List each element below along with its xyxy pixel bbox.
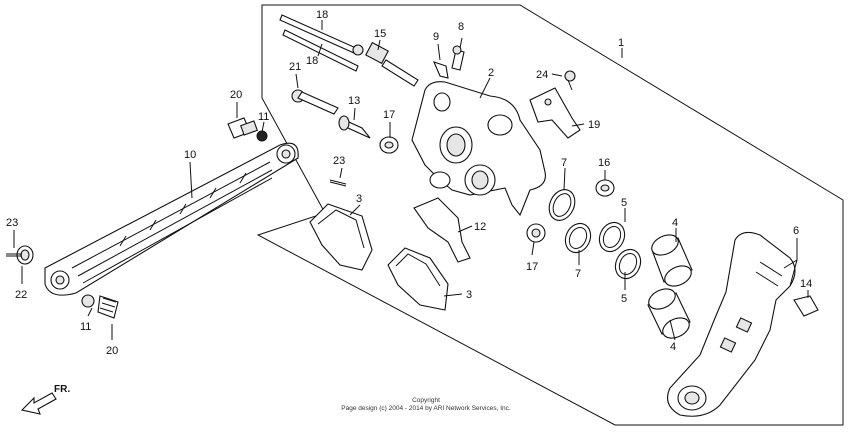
bolt-20-lower: [81, 294, 119, 319]
bolt-21: [291, 89, 339, 115]
callout-19: 19: [588, 119, 600, 131]
screw-24: [564, 70, 576, 91]
copyright-notice: Copyright Page design (c) 2004 - 2014 by…: [341, 397, 511, 412]
callout-18a: 18: [316, 9, 328, 21]
callout-22: 22: [15, 289, 27, 301]
callout-17a: 17: [383, 109, 395, 121]
callout-11a: 11: [258, 111, 269, 123]
seal-5-lower: [614, 248, 642, 280]
callout-13: 13: [348, 95, 360, 107]
callout-11b: 11: [80, 321, 91, 333]
callout-7a: 7: [561, 157, 567, 169]
callout-3a: 3: [356, 193, 362, 205]
piston-4-upper: [651, 234, 693, 287]
callout-20b: 20: [106, 345, 118, 357]
direction-label: FR.: [54, 384, 70, 395]
clip-22: [16, 245, 34, 265]
boot-17-upper: [379, 136, 399, 154]
nut-16: [595, 179, 615, 197]
piston-4-lower: [647, 288, 691, 339]
callout-6: 6: [793, 225, 799, 237]
cotter-23-left: [6, 253, 22, 257]
callout-4a: 4: [672, 217, 678, 229]
callout-10: 10: [184, 149, 196, 161]
copyright-line-2: Page design (c) 2004 - 2014 by ARI Netwo…: [341, 405, 511, 412]
callout-20a: 20: [230, 89, 242, 101]
arrow-left-icon: [20, 392, 57, 415]
caliper-bracket-6: [667, 231, 796, 417]
sleeve-13: [338, 115, 371, 139]
front-direction-arrow: FR.: [20, 384, 70, 415]
pin-18-lower: [282, 29, 359, 72]
brake-pad-3-upper: [309, 203, 373, 271]
cotter-23-mid: [329, 179, 347, 187]
seal-7-upper: [548, 189, 576, 221]
nut-11-upper: [256, 130, 268, 142]
cap-9: [433, 61, 449, 79]
caliper-body: [411, 81, 546, 217]
seal-7-lower: [564, 222, 592, 254]
callout-16: 16: [598, 157, 610, 169]
callout-5b: 5: [621, 293, 627, 305]
callout-21: 21: [289, 61, 301, 73]
callout-15: 15: [374, 28, 386, 40]
callout-3b: 3: [466, 289, 472, 301]
callout-labels: 1 2 3 3 4 4 5 5 6 7 7 8 9 10 11 11 12 13…: [6, 9, 812, 357]
callout-23a: 23: [6, 217, 18, 229]
bleeder-8: [451, 45, 465, 71]
boot-17-lower: [526, 223, 546, 243]
copyright-line-1: Copyright: [412, 397, 440, 404]
seal-5-upper: [598, 221, 626, 253]
pad-retainer-12: [413, 197, 471, 263]
callout-18b: 18: [306, 55, 318, 67]
callout-1: 1: [618, 37, 624, 49]
callout-8: 8: [458, 21, 464, 33]
torque-rod: [44, 142, 299, 296]
callout-12: 12: [474, 221, 486, 233]
callout-14: 14: [800, 278, 812, 290]
pad-spring-19: [529, 87, 581, 139]
callout-2: 2: [488, 67, 494, 79]
callout-7b: 7: [575, 268, 581, 280]
callout-23b: 23: [333, 155, 345, 167]
callout-24: 24: [536, 69, 548, 81]
bolt-20-upper: [227, 117, 258, 139]
callout-5a: 5: [621, 197, 627, 209]
assembly-outline: [256, 4, 844, 426]
brake-pad-3-lower: [387, 247, 449, 311]
callout-9: 9: [433, 31, 439, 43]
callout-4b: 4: [670, 341, 676, 353]
pin-18-upper: [279, 14, 364, 56]
leader-lines: [13, 20, 809, 341]
callout-17b: 17: [526, 261, 538, 273]
pin-15: [365, 41, 419, 87]
retainer-14: [793, 295, 819, 317]
